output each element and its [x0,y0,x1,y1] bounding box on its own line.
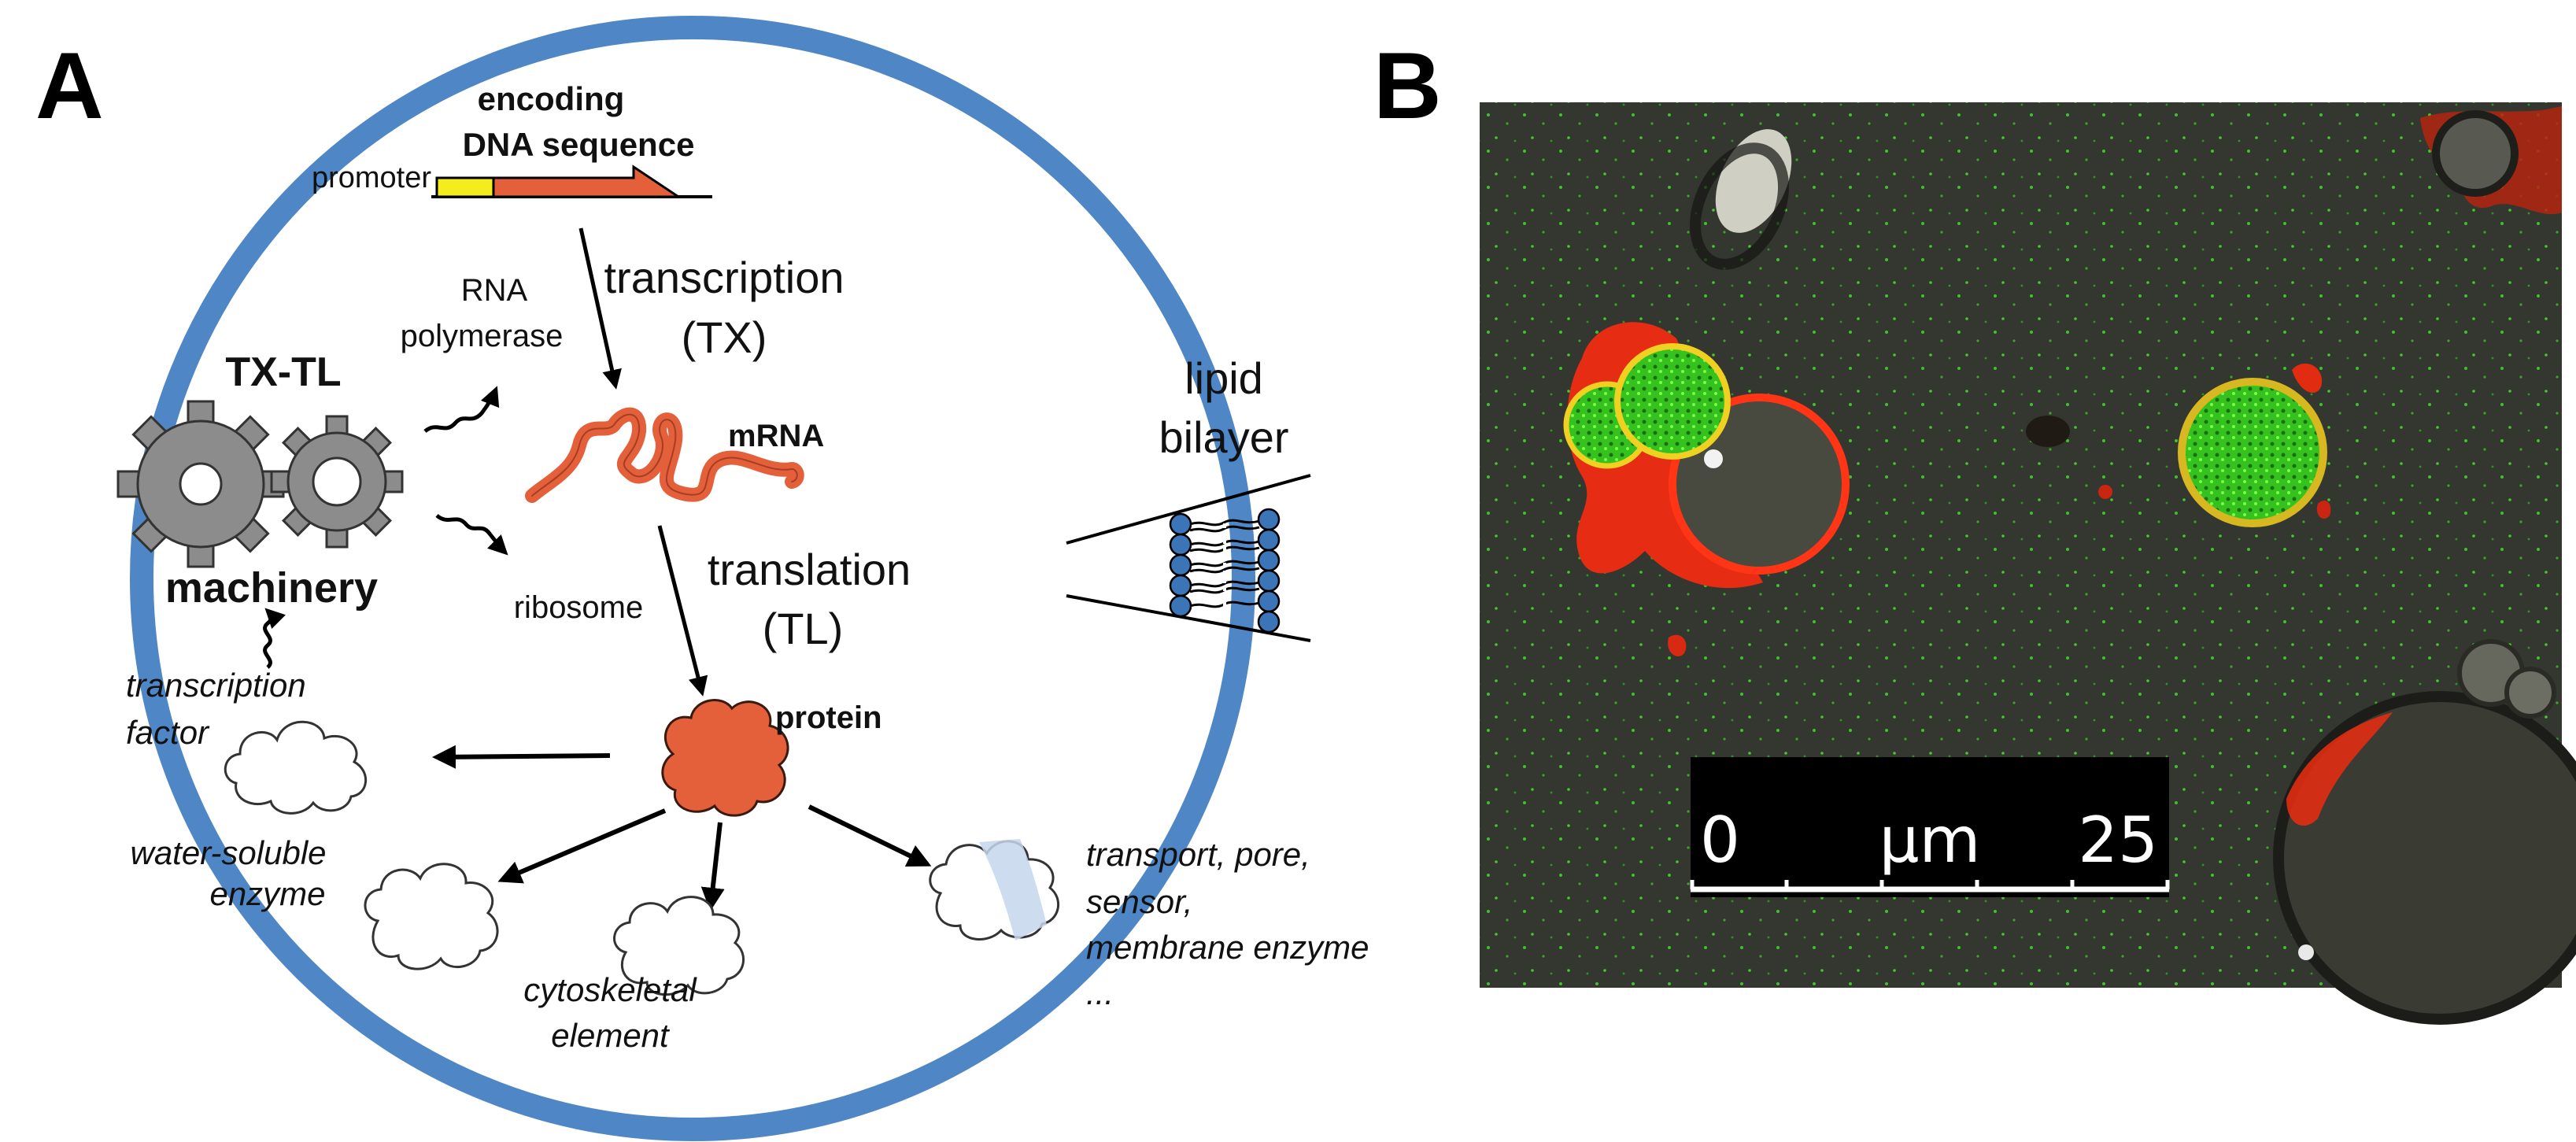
panel-b: B [1373,33,2576,1025]
scale-bar-background [1691,757,2169,897]
arrow-to-membrane-protein [808,804,932,867]
red-speck-middle [2098,485,2112,499]
water-soluble-label-line2: enzyme [209,875,325,912]
wavy-arrow-from-factor [263,608,286,669]
lipid-label-line2: bilayer [1159,412,1289,462]
vesicle-green-left-large [1614,343,1731,460]
membrane-label-line4: ... [1086,974,1114,1011]
cytoskeletal-label-line2: element [551,1017,671,1054]
cytoskeletal-cloud-icon [613,896,745,996]
tx-tl-gears [116,400,404,568]
promoter-box [435,176,495,198]
lipid-heads-right [1257,508,1281,634]
lipid-bilayer-icon [1189,516,1260,622]
wavy-arrow-to-ribosome [435,513,508,556]
translation-label-line2: (TL) [763,604,844,653]
coding-sequence-arrow [492,164,682,198]
scale-bar-unit: µm [1879,804,1981,877]
zoom-line-top [1066,474,1311,545]
transcription-label-line2: (TX) [682,312,767,362]
protein-blob [661,699,789,817]
membrane-overlap-region [979,839,1047,941]
membrane-label-line3: membrane enzyme [1086,929,1369,966]
machinery-label-top: TX-TL [225,349,341,395]
protein-label: protein [775,700,882,735]
mrna-label: mRNA [728,419,824,453]
dna-label-line1: encoding [478,80,625,117]
transcription-label-line1: transcription [604,253,844,302]
red-fragment-right [2292,363,2323,394]
red-arc-bottom-right [2286,712,2393,826]
lipid-label-line1: lipid [1185,353,1263,403]
panel-a: A encoding DNA sequence promoter transcr… [35,16,1369,1141]
gear-small-icon [270,415,404,549]
arrow-to-water-soluble-enzyme [497,808,667,884]
machinery-label-bottom: machinery [165,564,378,612]
water-soluble-label-line1: water-soluble [130,834,326,871]
bright-spot [1704,449,1723,468]
vesicle-large-bottom-right [2273,691,2576,1025]
panel-b-letter: B [1373,33,1442,139]
translation-label-line1: translation [708,545,911,594]
wavy-arrow-to-polymerase [423,386,500,434]
water-soluble-enzyme-cloud-icon [364,863,499,970]
vesicle-green-right [2178,378,2327,527]
debris-top-shadow [1689,142,1790,270]
bright-spot-bottom [2298,944,2314,960]
dna-label-line2: DNA sequence [463,126,695,163]
zoom-line-bottom [1066,594,1311,642]
gray-vesicle-top-right [2432,110,2519,197]
arrow-to-cytoskeletal [700,822,725,911]
gear-large-icon [116,400,285,568]
cytoskeletal-label-line1: cytoskeletal [523,971,697,1008]
transcription-arrow [578,227,622,390]
arrow-to-transcription-factor [432,745,611,769]
panel-a-letter: A [35,33,104,139]
rna-polymerase-label-line2: polymerase [401,319,564,353]
membrane-label-line1: transport, pore, [1086,836,1310,873]
promoter-label: promoter [312,161,431,194]
scale-bar-ticks [1690,880,2170,889]
transcription-factor-label-line1: transcription [126,667,306,704]
debris-middle [2026,416,2070,447]
translation-arrow [657,525,708,697]
dna-construct: encoding DNA sequence promoter [312,80,712,198]
scale-bar-start: 0 [1700,804,1740,877]
red-fragment-left-low [1668,634,1687,656]
small-vesicle-right-2 [2504,667,2556,719]
membrane-label-line2: sensor, [1086,883,1192,920]
lipid-heads-left [1169,512,1192,618]
ribosome-label: ribosome [514,590,644,625]
transcription-factor-cloud-icon [224,720,368,815]
transcription-factor-label-line2: factor [126,714,210,751]
vesicle-ring-large [1669,394,1850,575]
rna-polymerase-label-line1: RNA [461,273,528,308]
red-fragment-right-low [2316,500,2331,519]
micrograph: 0 µm 25 [1480,102,2576,1025]
scale-bar-end: 25 [2078,804,2158,877]
scale-bar: 0 µm 25 [1690,757,2170,897]
mrna-outline [531,413,798,497]
